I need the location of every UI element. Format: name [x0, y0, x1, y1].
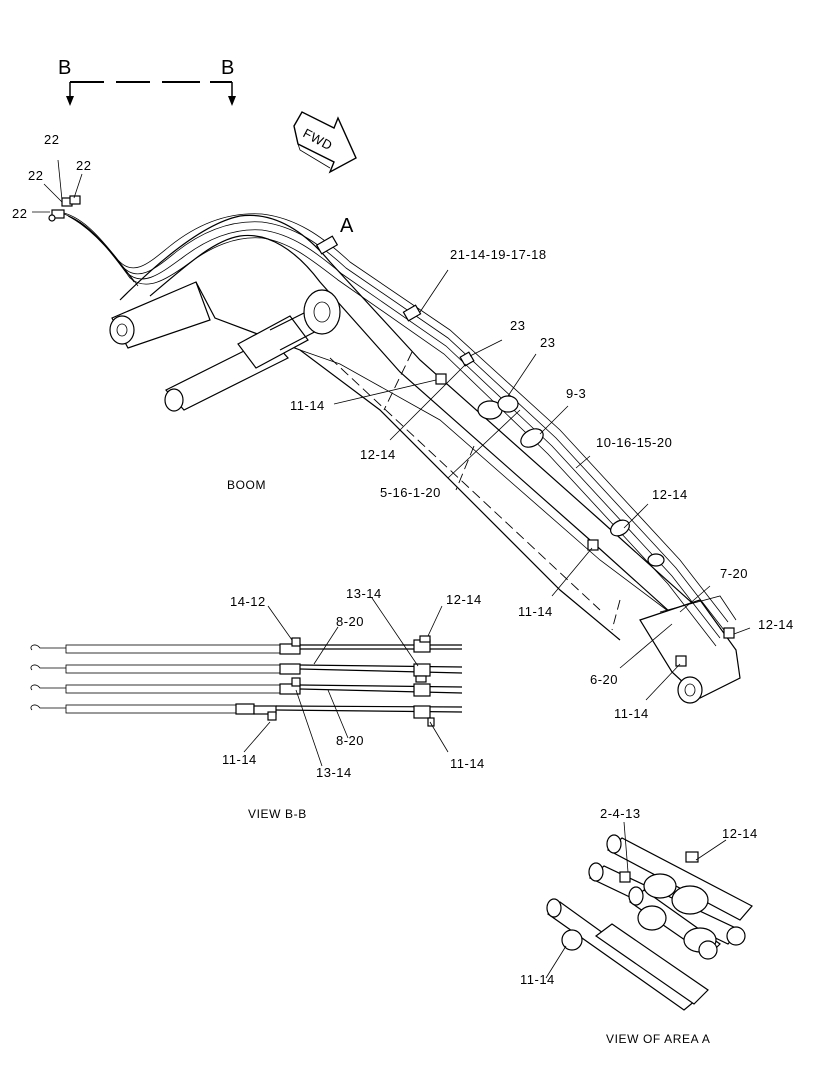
callout-11-14-boom-upper: 11-14	[290, 398, 325, 413]
callout-23-upper: 23	[510, 318, 525, 333]
section-mark-right: B	[221, 57, 234, 79]
callout-22-left: 22	[28, 168, 43, 183]
forward-direction-arrow: FWD	[293, 111, 357, 174]
callout-11-14-boom-tip: 11-14	[614, 706, 649, 721]
callout-23-lower: 23	[540, 335, 555, 350]
callout-9-3: 9-3	[566, 386, 586, 401]
callout-13-14-top: 13-14	[346, 586, 382, 601]
callout-12-14-boom-mid: 12-14	[360, 447, 396, 462]
view-bb-hose-3	[30, 677, 463, 697]
callout-8-20-top: 8-20	[336, 614, 364, 629]
callout-5-16-1-20: 5-16-1-20	[380, 485, 441, 500]
boom-callouts: 22 22 22 22 21-14-19-17-18 23 23 9-3 11-…	[12, 132, 794, 721]
callout-21-14-19-17-18: 21-14-19-17-18	[450, 247, 547, 262]
callout-11-14-area-a: 11-14	[520, 972, 555, 987]
view-bb: 14-12 13-14 12-14 8-20 8-20 11-14 13-14 …	[30, 586, 485, 821]
callout-22-top: 22	[44, 132, 59, 147]
callout-11-14-boom-lower: 11-14	[518, 604, 553, 619]
view-area-a-title: VIEW OF AREA A	[606, 1032, 710, 1046]
callout-12-14-area-a: 12-14	[722, 826, 758, 841]
section-mark-left: B	[58, 57, 71, 79]
callout-11-14-view-right: 11-14	[450, 756, 485, 771]
callout-8-20-bottom: 8-20	[336, 733, 364, 748]
view-area-a: 2-4-13 12-14 11-14 VIEW OF AREA A	[520, 806, 758, 1046]
callout-12-14-boom-right: 12-14	[652, 487, 688, 502]
boom-leader-lines	[32, 159, 751, 701]
callout-22-right: 22	[76, 158, 91, 173]
boom-assembly	[48, 195, 741, 704]
area-a-marker: A	[340, 215, 354, 237]
view-bb-hose-2	[30, 663, 463, 683]
section-marker-bb: B B	[58, 57, 236, 106]
view-bb-hose-1	[30, 635, 462, 655]
callout-12-14-view: 12-14	[446, 592, 482, 607]
callout-11-14-view-left: 11-14	[222, 752, 257, 767]
callout-10-16-15-20: 10-16-15-20	[596, 435, 672, 450]
callout-2-4-13: 2-4-13	[600, 806, 641, 821]
view-bb-title: VIEW B-B	[248, 807, 307, 821]
callout-12-14-boom-tip: 12-14	[758, 617, 794, 632]
view-bb-hose-4	[30, 703, 463, 727]
callout-13-14-bottom: 13-14	[316, 765, 352, 780]
callout-6-20: 6-20	[590, 672, 618, 687]
boom-title: BOOM	[227, 478, 266, 492]
callout-7-20: 7-20	[720, 566, 748, 581]
callout-22-lower: 22	[12, 206, 27, 221]
callout-14-12-view: 14-12	[230, 594, 266, 609]
